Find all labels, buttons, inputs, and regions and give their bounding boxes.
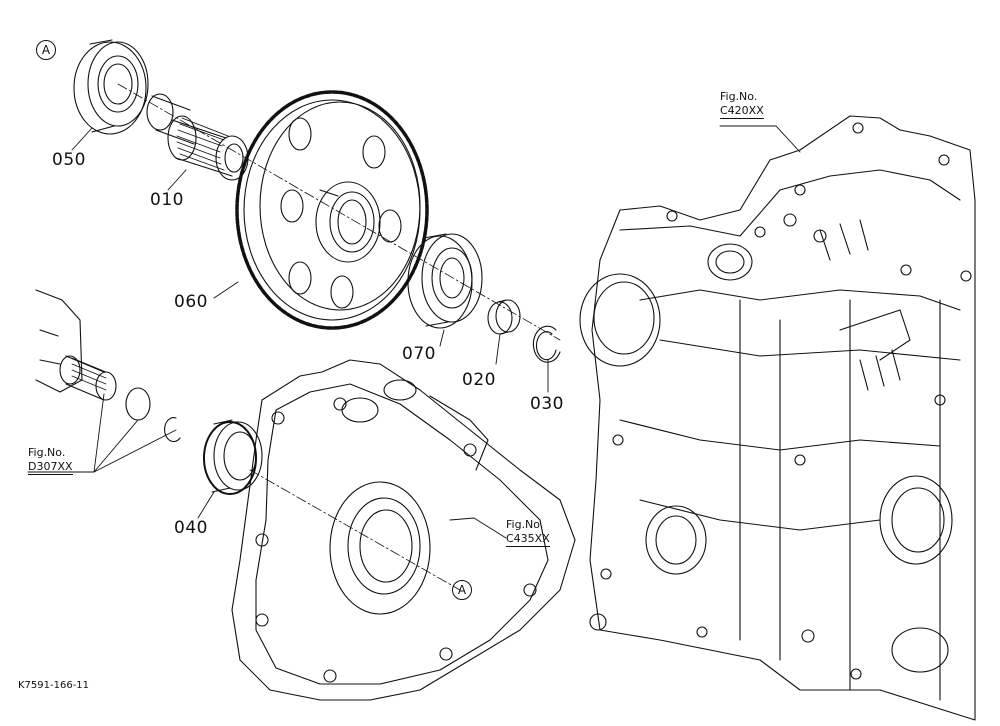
fig-ref-c435-prefix: Fig.No. (506, 518, 544, 531)
oil-seal-040 (203, 419, 263, 495)
drawing-code: K7591-166-11 (18, 680, 90, 691)
bearing-070 (407, 233, 483, 329)
needle-bearing-010 (167, 115, 249, 181)
fig-ref-c420[interactable]: Fig.No. C420XX (720, 90, 764, 119)
part-label-010: 010 (150, 190, 184, 210)
part-label-050: 050 (52, 150, 86, 170)
fig-ref-c420-code: C420XX (720, 104, 764, 119)
transmission-case-c420 (579, 115, 976, 721)
fig-ref-c435-code: C435XX (506, 532, 550, 547)
fig-ref-d307[interactable]: Fig.No. D307XX (28, 446, 73, 475)
part-label-030: 030 (530, 394, 564, 414)
splined-shaft (35, 289, 181, 443)
part-label-020: 020 (462, 370, 496, 390)
fig-ref-d307-prefix: Fig.No. (28, 446, 66, 459)
bearing-050 (73, 39, 149, 135)
marker-a-bottom: A (452, 580, 472, 600)
circlip-030 (532, 325, 561, 363)
part-label-070: 070 (402, 344, 436, 364)
marker-a-top: A (36, 40, 56, 60)
part-label-060: 060 (174, 292, 208, 312)
cover-housing-c435 (231, 359, 576, 701)
collar-020 (487, 299, 521, 335)
fig-ref-c435[interactable]: Fig.No. C435XX (506, 518, 550, 547)
shaft-ring (146, 93, 195, 145)
gear-060 (235, 90, 429, 330)
part-label-040: 040 (174, 518, 208, 538)
fig-ref-d307-code: D307XX (28, 460, 73, 475)
fig-ref-c420-prefix: Fig.No. (720, 90, 758, 103)
